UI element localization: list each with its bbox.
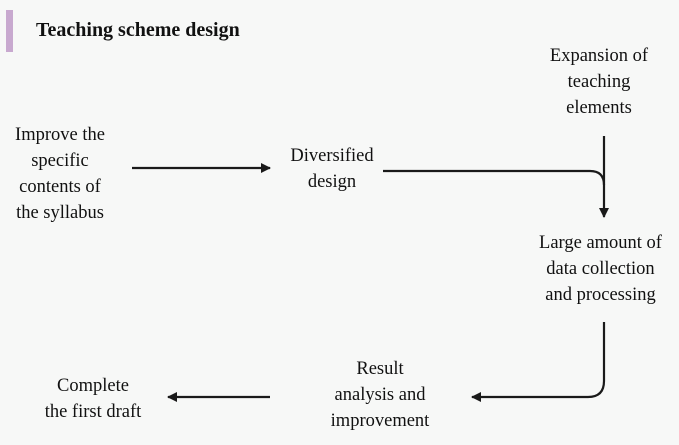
node-line: and processing	[545, 285, 656, 305]
arrow-large-to-result	[471, 322, 606, 402]
node-line: the first draft	[44, 402, 142, 422]
diagram-title: Teaching scheme design	[36, 19, 240, 41]
node-line: data collection	[546, 259, 655, 279]
node-line: Expansion of	[549, 46, 649, 66]
node-improve-syllabus: Improve the specific contents of the syl…	[0, 122, 120, 226]
node-line: Complete	[57, 376, 129, 396]
node-line: analysis and	[334, 385, 426, 405]
node-expansion-elements: Expansion of teaching elements	[524, 43, 674, 121]
node-line: elements	[566, 98, 632, 118]
node-line: Improve the	[15, 125, 105, 145]
node-line: contents of	[19, 177, 101, 197]
node-line: improvement	[330, 411, 430, 431]
line-diversified-to-merge	[383, 169, 606, 186]
node-line: Result	[356, 359, 404, 379]
node-line: design	[307, 172, 357, 192]
node-line: Large amount of	[539, 233, 662, 253]
node-line: Diversified	[290, 146, 374, 166]
node-diversified-design: Diversified design	[272, 143, 392, 195]
node-complete-draft: Complete the first draft	[18, 373, 168, 425]
node-result-analysis: Result analysis and improvement	[300, 356, 460, 434]
node-line: the syllabus	[16, 203, 104, 223]
node-line: specific	[31, 151, 89, 171]
node-line: teaching	[567, 72, 631, 92]
title-accent-bar	[6, 10, 13, 52]
node-data-collection: Large amount of data collection and proc…	[522, 230, 679, 308]
